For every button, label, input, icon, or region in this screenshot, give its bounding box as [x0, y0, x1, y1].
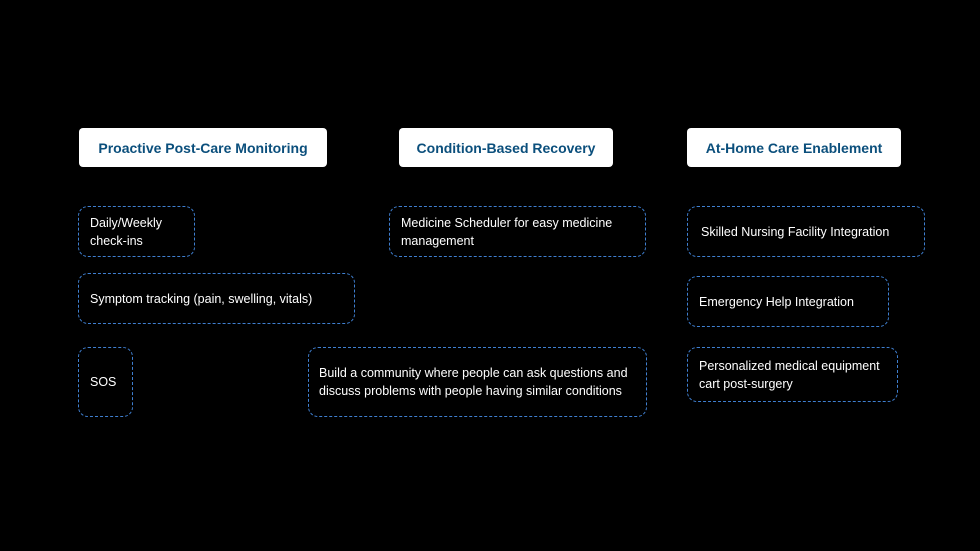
card-skilled-nursing: Skilled Nursing Facility Integration [687, 206, 925, 257]
column-header-label: Condition-Based Recovery [416, 139, 596, 156]
card-symptom-tracking: Symptom tracking (pain, swelling, vitals… [78, 273, 355, 324]
column-header-label: Proactive Post-Care Monitoring [98, 139, 308, 156]
card-emergency-help: Emergency Help Integration [687, 276, 889, 327]
card-daily-weekly-checkins: Daily/Weekly check-ins [78, 206, 195, 257]
card-sos: SOS [78, 347, 133, 417]
card-label: Personalized medical equipment cart post… [699, 358, 880, 391]
card-label: Build a community where people can ask q… [319, 366, 628, 398]
card-label: Medicine Scheduler for easy medicine man… [401, 215, 613, 248]
card-label: SOS [90, 375, 117, 389]
column-header-home-care: At-Home Care Enablement [687, 128, 901, 167]
card-label: Skilled Nursing Facility Integration [701, 224, 890, 239]
card-label: Symptom tracking (pain, swelling, vitals… [90, 291, 313, 306]
card-label: Emergency Help Integration [699, 294, 854, 309]
card-label: Daily/Weekly check-ins [90, 215, 163, 248]
column-header-recovery: Condition-Based Recovery [399, 128, 613, 167]
card-equipment-cart: Personalized medical equipment cart post… [687, 347, 898, 402]
card-medicine-scheduler: Medicine Scheduler for easy medicine man… [389, 206, 646, 257]
column-header-monitoring: Proactive Post-Care Monitoring [79, 128, 327, 167]
card-community: Build a community where people can ask q… [308, 347, 647, 417]
column-header-label: At-Home Care Enablement [705, 139, 883, 156]
